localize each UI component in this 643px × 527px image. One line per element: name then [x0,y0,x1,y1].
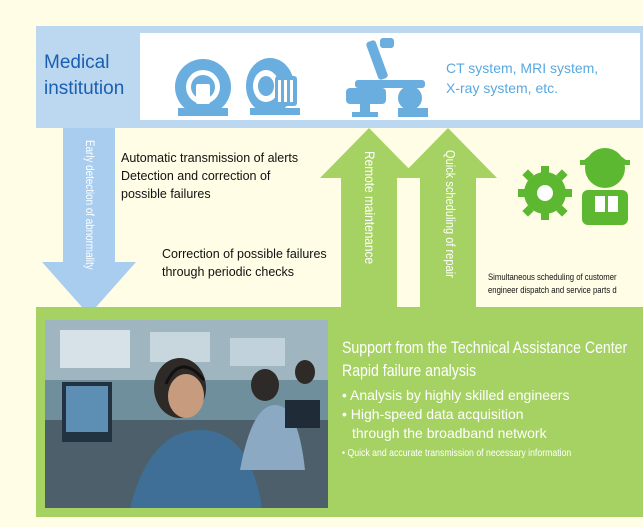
medical-label-line1: Medical [44,52,110,73]
bullet-data-acquisition: • High-speed data acquisition [342,406,524,422]
periodic-check-note: Correction of possible failures through … [162,245,342,281]
alert-line3: possible failures [121,187,211,201]
xray-system-icon [346,38,428,117]
down-arrow-label: Early detection of abnormality [83,140,97,270]
mri-scanner-icon [175,59,231,116]
bullet-transmission: • Quick and accurate transmission of nec… [342,447,572,459]
medical-label-line2: institution [44,78,125,99]
support-center-title: Support from the Technical Assistance Ce… [342,338,628,357]
bullet-broadband: through the broadband network [352,425,547,441]
bullet-analysis: • Analysis by highly skilled engineers [342,387,570,403]
operators-photo [45,320,328,508]
alert-line1: Automatic transmission of alerts [121,151,299,165]
systems-label: CT system, MRI system, X-ray system, etc… [446,58,636,98]
alert-line2: Detection and correction of [121,169,271,183]
systems-line2: X-ray system, etc. [446,80,559,96]
gear-engineer-icon [518,148,630,225]
up-arrow-quick-scheduling [399,128,497,307]
ct-scanner-icon [246,58,300,115]
alert-note: Automatic transmission of alerts Detecti… [121,149,336,203]
support-center-text: Support from the Technical Assistance Ce… [342,336,642,382]
up-arrow-remote-label: Remote maintenance [362,151,378,265]
medical-institution-label: Medical institution [44,50,139,102]
scheduling-line2: engineer dispatch and service parts d [488,285,617,295]
periodic-line2: through periodic checks [162,265,295,279]
scheduling-line1: Simultaneous scheduling of customer [488,272,617,282]
down-arrow [42,128,136,315]
periodic-line1: Correction of possible failures [162,247,327,261]
up-arrow-remote-maintenance [320,128,418,307]
support-center-subtitle: Rapid failure analysis [342,361,477,380]
scheduling-note: Simultaneous scheduling of customer engi… [488,271,617,297]
systems-line1: CT system, MRI system, [446,60,599,76]
up-arrow-scheduling-label: Quick scheduling of repair [443,150,458,278]
